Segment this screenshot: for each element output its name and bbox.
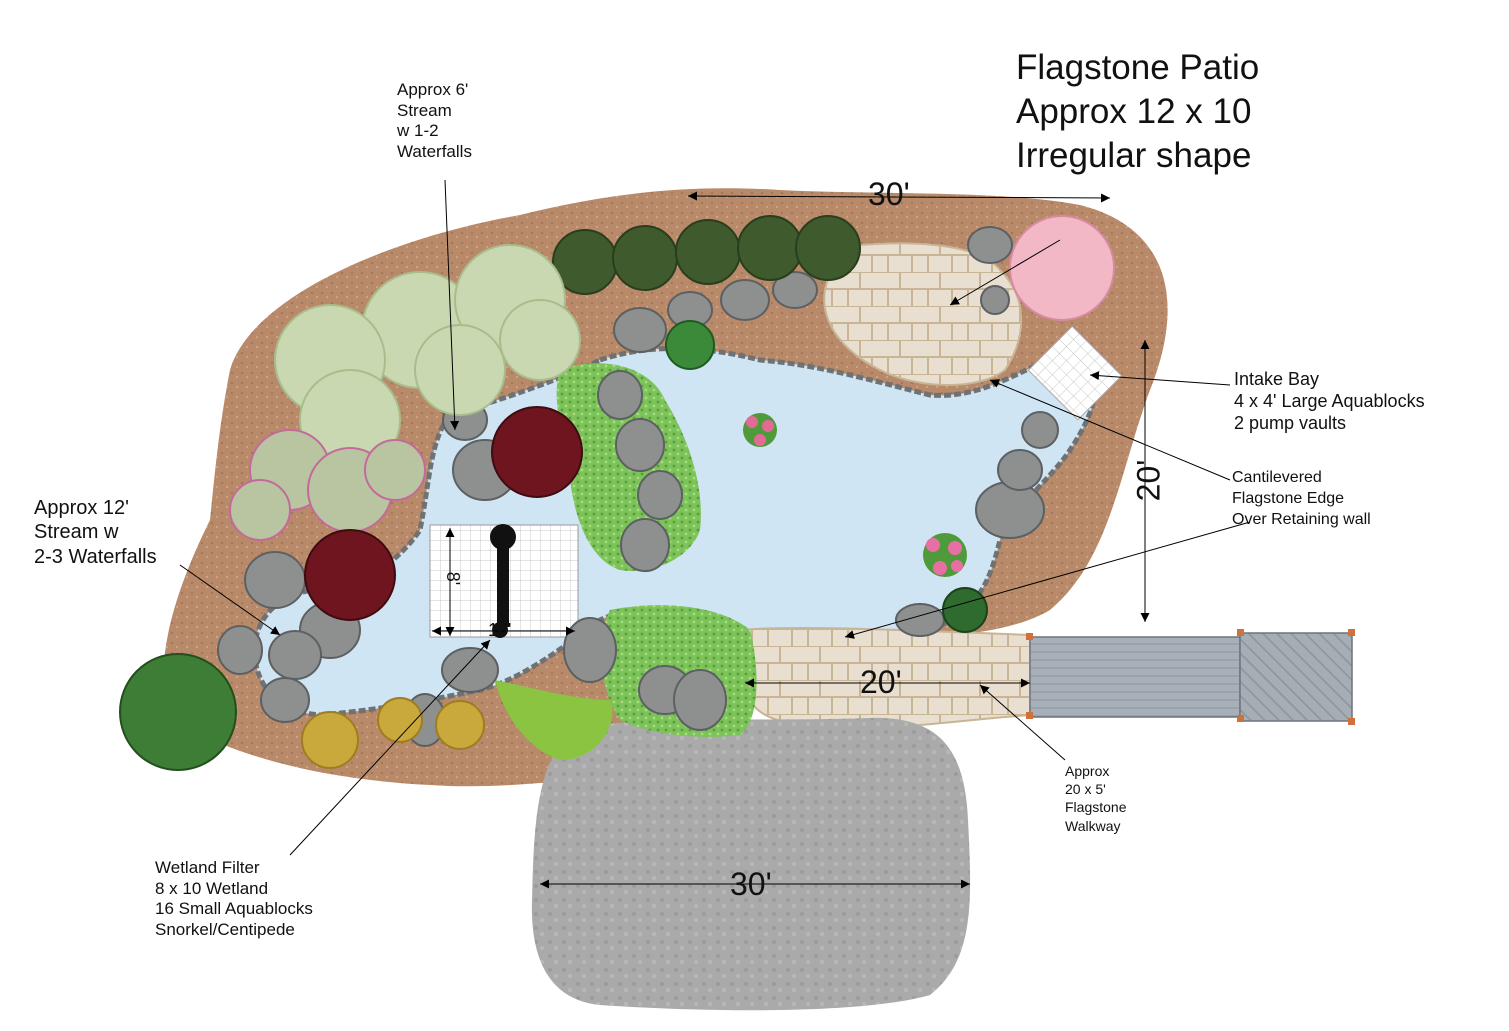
boulder bbox=[441, 647, 499, 693]
yellow-groundcover bbox=[377, 697, 423, 743]
moss-lower bbox=[495, 680, 613, 760]
red-maple-tree bbox=[304, 529, 396, 621]
flagstone-patio-label: Flagstone Patio Approx 12 x 10 Irregular… bbox=[1016, 48, 1260, 175]
pink-flowering-tree bbox=[1009, 215, 1115, 321]
pink-groundcover bbox=[229, 479, 291, 541]
boulder bbox=[637, 470, 683, 520]
wetland-width-dimension: 10' bbox=[488, 620, 512, 640]
leader-lines bbox=[179, 179, 1251, 856]
red-maple-tree bbox=[491, 406, 583, 498]
fern bbox=[665, 320, 715, 370]
boulder bbox=[997, 449, 1043, 491]
stream-6ft-label: Approx 6' Stream w 1-2 Waterfalls bbox=[397, 80, 472, 162]
dark-shrub bbox=[612, 225, 678, 291]
deck bbox=[1026, 629, 1355, 725]
top-width-dimension-line bbox=[687, 191, 1111, 203]
boulder bbox=[967, 226, 1013, 264]
boulder bbox=[620, 518, 670, 572]
boulders bbox=[217, 226, 1059, 747]
fern bbox=[942, 587, 988, 633]
flowering-shrub bbox=[414, 324, 506, 416]
wetland-filter-label: Wetland Filter 8 x 10 Wetland 16 Small A… bbox=[155, 858, 313, 940]
snorkel bbox=[490, 524, 516, 638]
boulder bbox=[597, 370, 643, 420]
cantilevered-edge-label: Cantilevered Flagstone Edge Over Retaini… bbox=[1232, 469, 1371, 528]
boulder bbox=[673, 669, 727, 731]
evergreen-tree bbox=[119, 653, 237, 771]
boulder bbox=[980, 285, 1010, 315]
boulder bbox=[244, 551, 306, 609]
gravel-patio bbox=[531, 717, 971, 1011]
flowering-shrub bbox=[499, 299, 581, 381]
yellow-groundcover bbox=[301, 711, 359, 769]
boulder bbox=[615, 418, 665, 472]
boulder bbox=[720, 279, 770, 321]
dark-shrub bbox=[795, 215, 861, 281]
dark-shrub bbox=[737, 215, 803, 281]
walkway-label: Approx 20 x 5' Flagstone Walkway bbox=[1065, 763, 1127, 834]
boulder bbox=[1021, 411, 1059, 449]
patio-width-dimension: 30' bbox=[730, 866, 772, 902]
walkway-length-dimension: 20' bbox=[860, 664, 902, 700]
yellow-groundcover bbox=[435, 700, 485, 750]
stream-12ft-label: Approx 12' Stream w 2-3 Waterfalls bbox=[34, 497, 157, 568]
boulder bbox=[563, 617, 617, 683]
top-width-dimension: 30' bbox=[868, 176, 910, 212]
boulder bbox=[975, 481, 1045, 539]
right-height-dimension: 20' bbox=[1130, 459, 1167, 502]
boulder bbox=[268, 630, 322, 680]
wetland-height-dimension: 8' bbox=[443, 571, 464, 586]
lily-pad-top bbox=[743, 413, 777, 447]
intake-bay-label: Intake Bay 4 x 4' Large Aquablocks 2 pum… bbox=[1234, 369, 1425, 433]
intake-bay-grid bbox=[1027, 325, 1123, 421]
pink-groundcover bbox=[364, 439, 426, 501]
boulder bbox=[613, 307, 667, 353]
boulder bbox=[772, 271, 818, 309]
dark-shrub bbox=[675, 219, 741, 285]
lily-pad-bottom bbox=[923, 533, 967, 577]
boulder bbox=[260, 677, 310, 723]
boulder bbox=[217, 625, 263, 675]
plantings bbox=[119, 215, 1115, 771]
